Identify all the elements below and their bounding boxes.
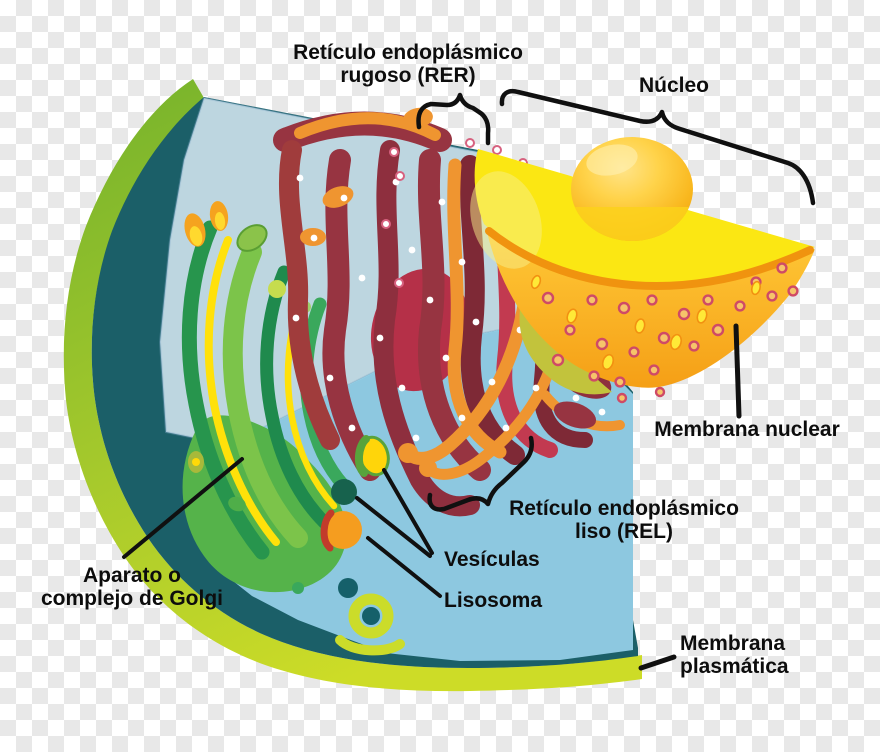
annotations <box>122 88 816 671</box>
pointer-line-lisosoma <box>366 536 442 598</box>
label-plasma-membrane: Membrana plasmática <box>680 632 789 678</box>
brace-rel <box>427 435 534 512</box>
vesicles <box>331 435 390 505</box>
brace-rer <box>416 92 491 146</box>
label-nucleus: Núcleo <box>638 74 709 97</box>
label-smooth-er: Retículo endoplásmico liso (REL) <box>509 497 739 543</box>
nucleus-sphere <box>486 228 815 388</box>
nucleus <box>470 137 815 404</box>
pointer-line-golgi <box>122 457 244 559</box>
nucleus-yellow-droplets <box>530 274 762 371</box>
brace-nucleo <box>499 88 816 206</box>
lysosome <box>320 509 362 552</box>
pointer-line-vesicula-1 <box>382 468 434 555</box>
nuclear-pore-dots <box>541 262 799 404</box>
label-rough-er: Retículo endoplásmico rugoso (RER) <box>293 41 523 87</box>
membrane-invagination <box>335 578 405 656</box>
label-vesicles: Vesículas <box>444 548 540 571</box>
pointer-line-vesicula-2 <box>355 496 432 558</box>
pointer-line-membrana-plasmatica <box>638 654 677 671</box>
pointer-line-membrana-nuclear <box>733 323 742 419</box>
label-nuclear-membrane: Membrana nuclear <box>654 418 840 441</box>
nuclear-membrane-rim <box>485 227 814 290</box>
label-golgi: Aparato o complejo de Golgi <box>40 564 224 610</box>
label-lysosome: Lisosoma <box>444 589 543 612</box>
smooth-er <box>294 107 625 480</box>
vesicle-dark <box>331 479 357 505</box>
golgi-apparatus <box>181 201 351 594</box>
